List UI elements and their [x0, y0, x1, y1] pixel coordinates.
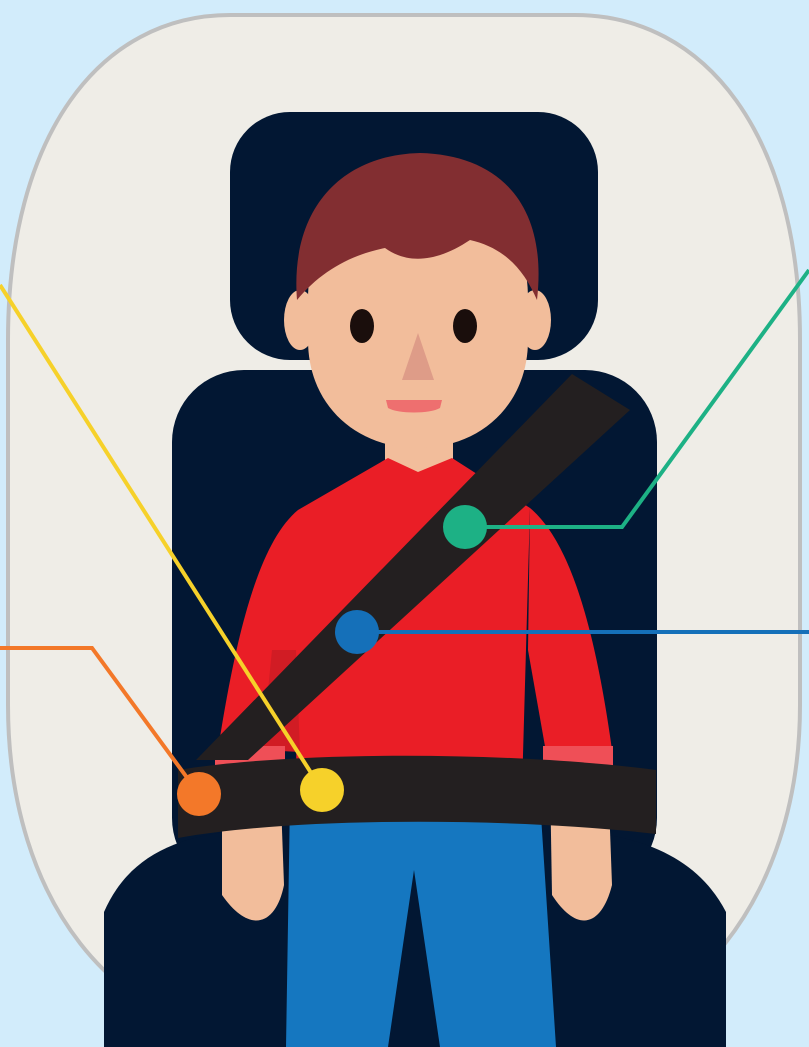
left-eye — [350, 309, 374, 343]
yellow-marker-dot — [300, 768, 344, 812]
blue-marker-dot — [335, 610, 379, 654]
orange-marker-dot — [177, 772, 221, 816]
green-marker-dot — [443, 505, 487, 549]
right-eye — [453, 309, 477, 343]
